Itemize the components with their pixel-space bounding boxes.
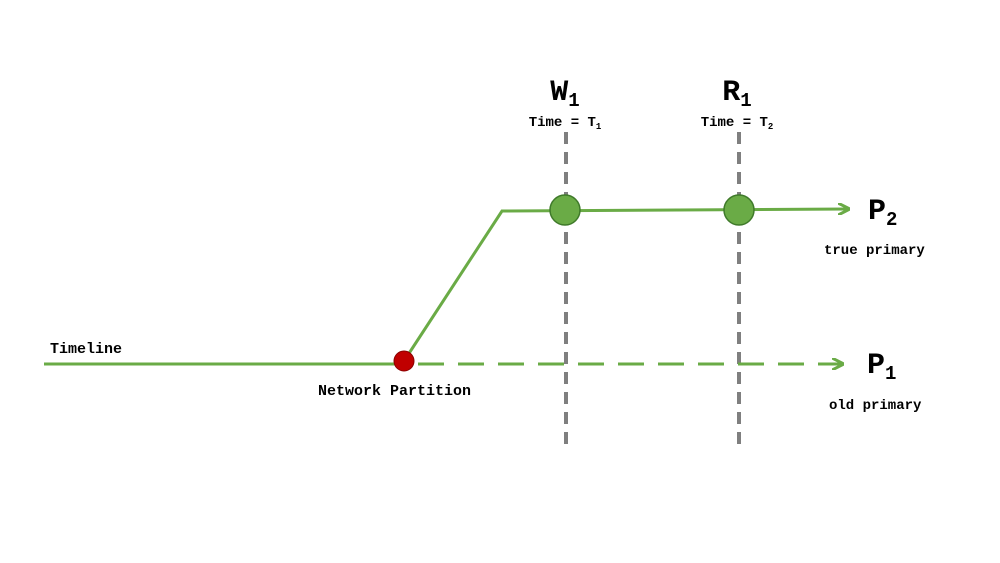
p2-label: P2 bbox=[868, 195, 897, 231]
p2-letter: P bbox=[868, 195, 886, 229]
partition-label: Network Partition bbox=[318, 383, 471, 400]
r1-subscript: 1 bbox=[740, 90, 751, 112]
w1-time-text: Time = T bbox=[529, 115, 596, 131]
p1-caption: old primary bbox=[829, 398, 922, 414]
r1-time-subscript: 2 bbox=[768, 122, 773, 132]
p1-label: P1 bbox=[867, 349, 896, 385]
p2-caption: true primary bbox=[824, 243, 925, 259]
w1-node bbox=[549, 194, 581, 226]
w1-title: W1 bbox=[550, 76, 579, 112]
partition-point bbox=[393, 350, 415, 372]
r1-letter: R bbox=[722, 76, 740, 110]
r1-time-text: Time = T bbox=[701, 115, 768, 131]
r1-title: R1 bbox=[722, 76, 751, 112]
p1-letter: P bbox=[867, 349, 885, 383]
p1-subscript: 1 bbox=[885, 363, 896, 385]
p2-branch-line bbox=[402, 209, 848, 362]
p2-subscript: 2 bbox=[886, 209, 897, 231]
timeline-label: Timeline bbox=[50, 341, 122, 358]
w1-letter: W bbox=[550, 76, 568, 110]
w1-subscript: 1 bbox=[568, 90, 579, 112]
w1-time-subscript: 1 bbox=[596, 122, 602, 132]
w1-time-label: Time = T1 bbox=[529, 115, 602, 132]
r1-node bbox=[723, 194, 755, 226]
r1-time-label: Time = T2 bbox=[701, 115, 774, 132]
